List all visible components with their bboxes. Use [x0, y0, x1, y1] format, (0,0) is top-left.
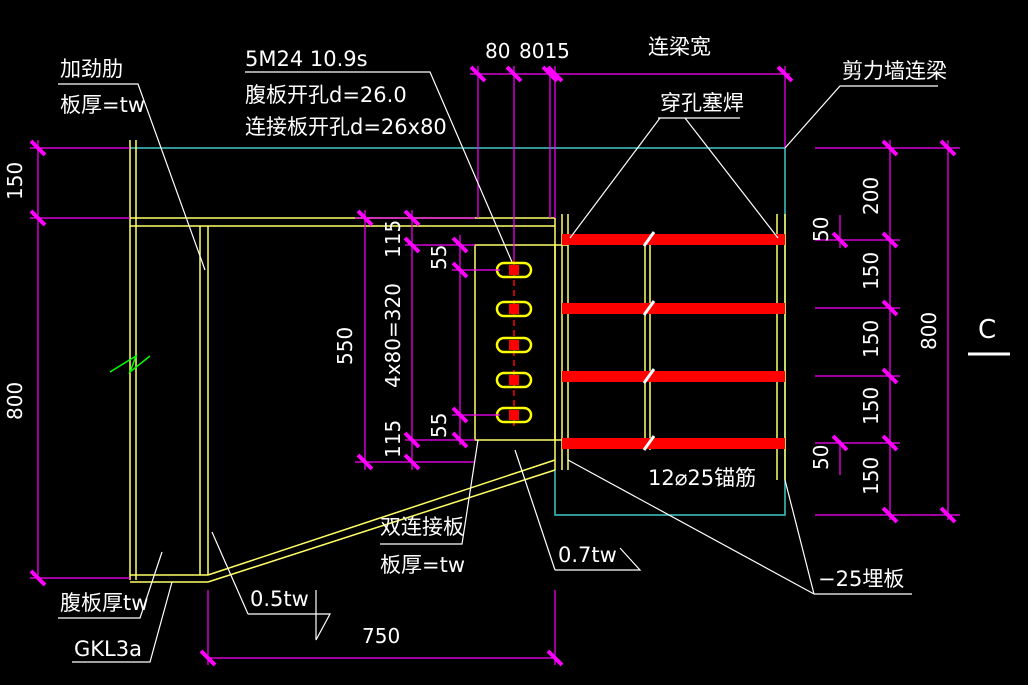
dim-bolt-bottom-115: 115 — [381, 420, 405, 458]
web-hole-label: 腹板开孔d=26.0 — [245, 83, 407, 107]
bolt — [495, 300, 533, 318]
double-plate-label: 双连接板 — [380, 515, 464, 539]
dim-right-800: 800 — [917, 312, 941, 350]
bolt-spec-label: 5M24 10.9s — [245, 47, 368, 71]
dim-right-150-2: 150 — [859, 320, 883, 358]
dim-right-50-bottom: 50 — [809, 445, 833, 470]
anchor-bars-label: 12⌀25锚筋 — [648, 466, 756, 490]
steel-beam — [129, 140, 569, 583]
dim-left-800: 800 — [3, 382, 27, 420]
dim-right-200: 200 — [859, 177, 883, 215]
section-mark-label: C — [978, 315, 996, 345]
plate-hole-label: 连接板开孔d=26x80 — [245, 115, 447, 139]
beam-id-label: GKL3a — [74, 637, 142, 661]
anchor-bar — [562, 303, 785, 314]
dim-bolt-group-550: 550 — [333, 327, 357, 365]
shear-wall-beam-label: 剪力墙连梁 — [842, 59, 947, 83]
anchor-bar — [562, 371, 785, 382]
stiffener-thickness-label: 板厚=tw — [60, 93, 145, 117]
bar-weld-ticks — [642, 231, 656, 451]
plug-weld-label: 穿孔塞焊 — [660, 91, 744, 115]
dimension-ticks — [29, 65, 957, 667]
bolt — [495, 371, 533, 389]
embed-plate-label: −25埋板 — [818, 567, 904, 591]
dim-right-150-1: 150 — [859, 252, 883, 290]
dim-bolt-edge-top-55: 55 — [427, 245, 451, 270]
anchor-bar — [562, 438, 785, 449]
dim-right-150-4: 150 — [859, 457, 883, 495]
leader-lines — [58, 71, 938, 663]
anchor-bars — [562, 234, 785, 449]
dim-bolt-edge-bottom-55: 55 — [427, 413, 451, 438]
web-thickness-label: 腹板厚tw — [60, 591, 148, 615]
dim-right-50-top: 50 — [809, 217, 833, 242]
anchor-bar — [562, 234, 785, 245]
break-line — [109, 354, 151, 375]
wall-beam-outline — [130, 147, 786, 516]
bolt — [495, 336, 533, 354]
weld-07-label: 0.7tw — [558, 543, 617, 567]
bolt — [495, 261, 533, 279]
dim-bolt-top-115: 115 — [381, 220, 405, 258]
dim-top-80-15: 8015 — [519, 39, 570, 63]
bolt-group — [495, 260, 533, 430]
double-plate-thickness-label: 板厚=tw — [380, 553, 465, 577]
dim-top-80: 80 — [485, 39, 510, 63]
dim-bottom-750: 750 — [362, 624, 400, 648]
wall-plate-right — [644, 214, 786, 480]
weld-05-label: 0.5tw — [250, 587, 309, 611]
dim-right-150-3: 150 — [859, 387, 883, 425]
dim-left-150: 150 — [3, 162, 27, 200]
annotations: 加劲肋 板厚=tw 5M24 10.9s 腹板开孔d=26.0 连接板开孔d=2… — [3, 35, 996, 661]
bolt — [495, 406, 533, 424]
coupling-beam-width-label: 连梁宽 — [648, 35, 711, 59]
dim-bolt-spacing: 4x80=320 — [381, 283, 405, 388]
stiffener-label: 加劲肋 — [60, 57, 123, 81]
